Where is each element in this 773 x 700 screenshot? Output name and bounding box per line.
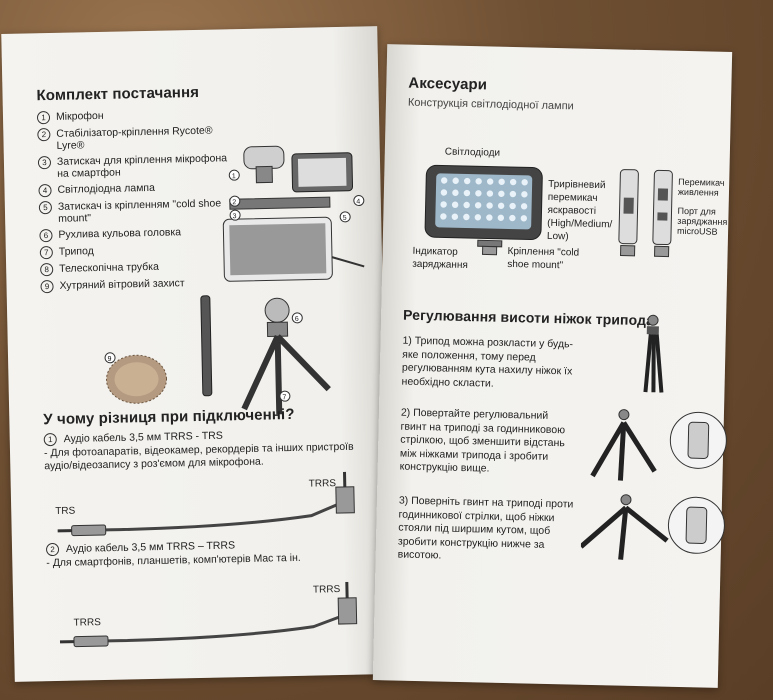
usb-port-label: Порт для заряджання microUSB xyxy=(676,205,728,237)
cable2-number: 2 xyxy=(45,542,60,557)
kit-item-number: 4 xyxy=(38,183,52,198)
led-dot xyxy=(440,213,447,220)
led-dot xyxy=(452,177,459,184)
step-3: 3) Поверніть гвинт на триподі проти годи… xyxy=(397,494,574,562)
led-dot xyxy=(440,201,447,208)
cable1-left-label: TRS xyxy=(55,505,76,517)
right-page: Аксесуари Конструкція світлодіодної ламп… xyxy=(372,44,733,688)
kit-item-number: 6 xyxy=(39,228,53,243)
led-dot xyxy=(521,191,528,198)
kit-item-label: Мікрофон xyxy=(55,109,104,123)
led-dot xyxy=(509,202,516,210)
indicator-label: Індикатор заряджання xyxy=(412,245,468,272)
led-dot xyxy=(521,179,528,186)
led-dot xyxy=(509,214,516,222)
led-dot xyxy=(486,190,494,197)
windscreen-illustration: 9 xyxy=(104,352,168,404)
led-dot xyxy=(475,178,482,185)
cable2-illustration xyxy=(59,581,358,648)
led-dot xyxy=(463,189,471,197)
cable2-left-label: TRRS xyxy=(73,617,101,629)
led-dot xyxy=(498,190,505,197)
brightness-switch-label: Трирівневий перемикач яскравості (High/M… xyxy=(546,178,613,243)
led-dot xyxy=(497,202,505,209)
led-dot xyxy=(520,215,528,222)
mount-label: Кріплення "cold shoe mount" xyxy=(507,245,580,272)
cable2-right-label: TRRS xyxy=(312,584,341,596)
led-dot xyxy=(475,190,482,197)
led-dot xyxy=(497,214,505,221)
svg-text:1: 1 xyxy=(232,173,236,180)
svg-text:3: 3 xyxy=(233,213,237,220)
kit-item-number: 8 xyxy=(40,262,54,277)
kit-item-number: 5 xyxy=(38,200,53,215)
kit-item-label: Світлодіодна лампа xyxy=(57,181,156,196)
led-dot xyxy=(474,214,482,221)
led-dot xyxy=(509,178,517,186)
leds-label: Світлодіоди xyxy=(444,146,501,159)
telescopic-tube-illustration xyxy=(200,295,213,397)
led-dot xyxy=(451,201,459,208)
svg-text:4: 4 xyxy=(356,199,360,206)
step-2: 2) Повертайте регулювальний гвинт на три… xyxy=(399,406,566,475)
svg-text:9: 9 xyxy=(108,356,112,363)
kit-item-number: 3 xyxy=(37,155,52,170)
power-switch-label: Перемикач живлення xyxy=(677,176,725,198)
kit-item-number: 9 xyxy=(40,279,54,294)
led-subtitle: Конструкція світлодіодної лампи xyxy=(407,96,574,113)
svg-text:7: 7 xyxy=(282,394,286,401)
svg-text:2: 2 xyxy=(232,199,236,206)
led-dot xyxy=(463,177,471,185)
led-dot xyxy=(463,213,470,221)
kit-item-number: 2 xyxy=(37,128,51,142)
kit-item-number: 7 xyxy=(39,245,53,260)
section-title-accessories: Аксесуари xyxy=(408,74,488,94)
led-side-view-1 xyxy=(618,169,639,257)
section-title-connection: У чому різниця при підключенні? xyxy=(43,405,295,429)
kit-item: 1 Мікрофон xyxy=(36,107,232,125)
led-dot xyxy=(486,202,493,209)
kit-illustration: 1 2 3 4 5 6 7 xyxy=(222,145,365,415)
led-dot xyxy=(440,189,448,196)
led-dot xyxy=(474,202,482,209)
led-side-view-2 xyxy=(652,169,673,258)
led-dot xyxy=(498,178,505,185)
kit-item-number: 1 xyxy=(36,111,51,125)
kit-item-label: Трипод xyxy=(58,245,94,258)
section-title-kit: Комплект постачання xyxy=(36,83,200,105)
cable1-illustration xyxy=(57,471,355,537)
cable2-block: 2 Аудіо кабель 3,5 мм TRRS – TRRS - Для … xyxy=(45,536,372,570)
led-dot xyxy=(452,189,459,196)
svg-text:5: 5 xyxy=(343,215,347,222)
kit-item-label: Телескопічна трубка xyxy=(59,260,160,275)
tripod-narrow-illustration xyxy=(590,409,727,481)
led-dot xyxy=(486,178,494,185)
led-dot xyxy=(509,190,517,198)
kit-item-label: Рухлива кульова головка xyxy=(58,226,182,241)
tripod-folded-illustration xyxy=(643,314,664,393)
svg-text:6: 6 xyxy=(295,316,299,323)
led-panel-front xyxy=(424,164,543,240)
step-1: 1) Трипод можна розкласти у будь-яке пол… xyxy=(401,334,574,390)
kit-item-label: Хутряний вітровий захист xyxy=(59,277,185,292)
led-dot xyxy=(486,214,493,221)
cold-shoe-mount-icon xyxy=(477,239,503,256)
cable1-right-label: TRRS xyxy=(308,478,337,490)
led-dot xyxy=(463,201,470,209)
tripod-wide-illustration xyxy=(580,494,725,560)
cable1-number: 1 xyxy=(43,432,57,447)
led-dot xyxy=(451,213,459,220)
led-dot xyxy=(520,203,528,210)
section-title-tripod-height: Регулювання висоти ніжок трипода xyxy=(402,306,655,329)
led-dot xyxy=(440,177,448,184)
